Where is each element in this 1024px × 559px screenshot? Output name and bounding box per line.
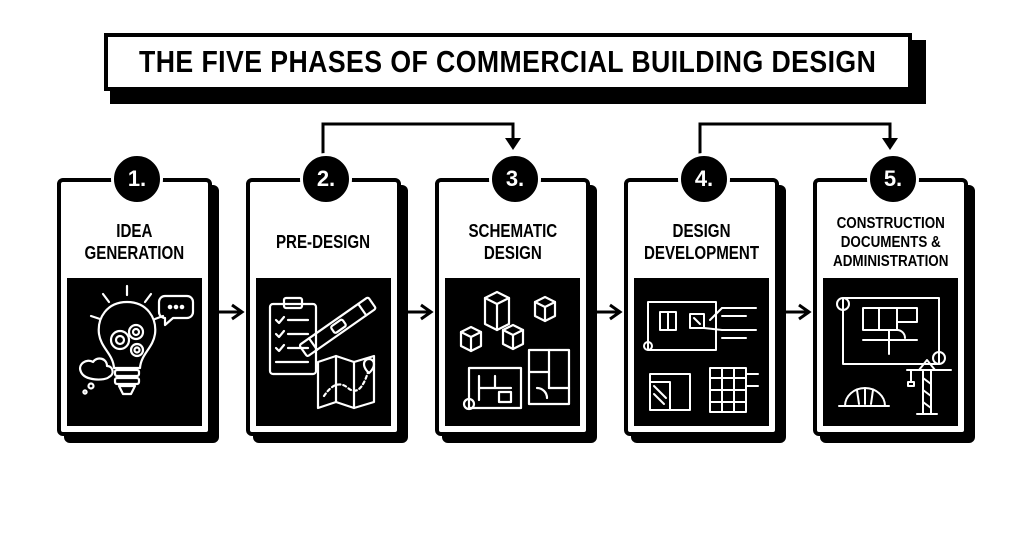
phase-2-number: 2. (316, 166, 336, 191)
phase-3-label: SCHEMATIC DESIGN (439, 207, 586, 277)
clipboard-level-map-icon (256, 278, 391, 426)
phase-5-label-text: CONSTRUCTION DOCUMENTS & ADMINISTRATION (832, 214, 949, 270)
connector-2-to-3 (321, 122, 515, 155)
arrow-1-to-2 (214, 303, 245, 321)
phase-1-number: 1. (127, 166, 147, 191)
phase-1-label-text: IDEA GENERATION (84, 221, 185, 263)
arrow-4-to-5 (781, 303, 812, 321)
connector-4-to-5-arrowhead (882, 138, 898, 150)
phase-4-number: 4. (694, 166, 714, 191)
phase-card-4: DESIGN DEVELOPMENT (624, 178, 779, 436)
blueprint-hardhat-crane-icon (823, 278, 958, 426)
phase-3-label-text: SCHEMATIC DESIGN (468, 221, 557, 263)
phase-4-number-badge: 4. (678, 153, 730, 205)
phase-card-5: CONSTRUCTION DOCUMENTS & ADMINISTRATION (813, 178, 968, 436)
phase-2-label: PRE-DESIGN (250, 207, 397, 277)
connector-2-to-3-arrowhead (505, 138, 521, 150)
phase-card-2: PRE-DESIGN (246, 178, 401, 436)
phase-1-label: IDEA GENERATION (61, 207, 208, 277)
title-box: THE FIVE PHASES OF COMMERCIAL BUILDING D… (104, 33, 912, 91)
arrow-3-to-4 (592, 303, 623, 321)
phase-card-3: SCHEMATIC DESIGN (435, 178, 590, 436)
phase-2-number-badge: 2. (300, 153, 352, 205)
phase-1-number-badge: 1. (111, 153, 163, 205)
phase-4-label: DESIGN DEVELOPMENT (628, 207, 775, 277)
phase-5-label: CONSTRUCTION DOCUMENTS & ADMINISTRATION (817, 207, 964, 277)
arrow-2-to-3 (403, 303, 434, 321)
phase-3-number-badge: 3. (489, 153, 541, 205)
phase-2-label-text: PRE-DESIGN (276, 232, 371, 252)
blocks-floorplan-icon (445, 278, 580, 426)
page-title: THE FIVE PHASES OF COMMERCIAL BUILDING D… (139, 44, 877, 79)
phase-5-number: 5. (883, 166, 903, 191)
phase-5-number-badge: 5. (867, 153, 919, 205)
detailed-drawings-icon (634, 278, 769, 426)
phase-3-number: 3. (505, 166, 525, 191)
phase-4-label-text: DESIGN DEVELOPMENT (643, 221, 760, 263)
connector-4-to-5 (698, 122, 892, 155)
lightbulb-gears-icon (67, 278, 202, 426)
phase-card-1: IDEA GENERATION (57, 178, 212, 436)
